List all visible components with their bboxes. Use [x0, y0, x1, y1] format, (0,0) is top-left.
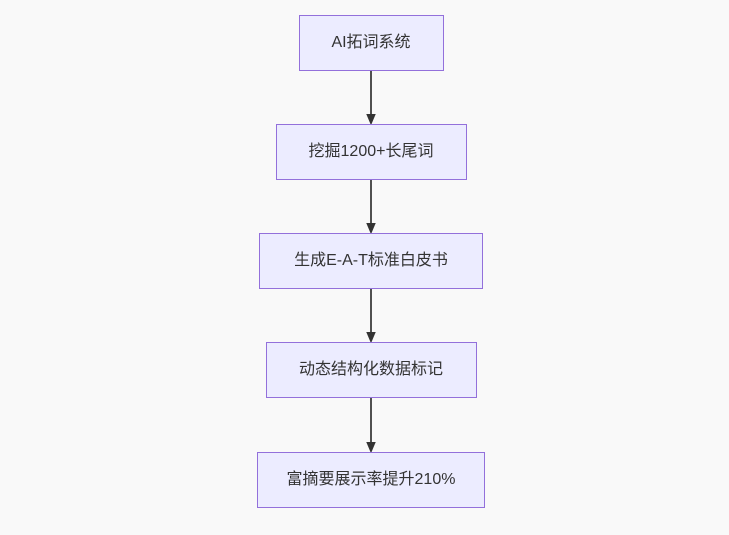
arrow-down-icon: [366, 71, 376, 124]
flow-node: 挖掘1200+长尾词: [275, 124, 467, 180]
flow-node: 富摘要展示率提升210%: [257, 452, 485, 508]
arrow-down-icon: [366, 289, 376, 342]
arrow-down-icon: [366, 180, 376, 233]
arrow-down-icon: [366, 398, 376, 452]
flow-node: 动态结构化数据标记: [265, 342, 477, 398]
flow-node: AI拓词系统: [298, 15, 444, 71]
flow-node: 生成E-A-T标准白皮书: [259, 233, 483, 289]
flowchart: AI拓词系统 挖掘1200+长尾词 生成E-A-T标准白皮书 动态结构化数据标记…: [257, 15, 485, 508]
